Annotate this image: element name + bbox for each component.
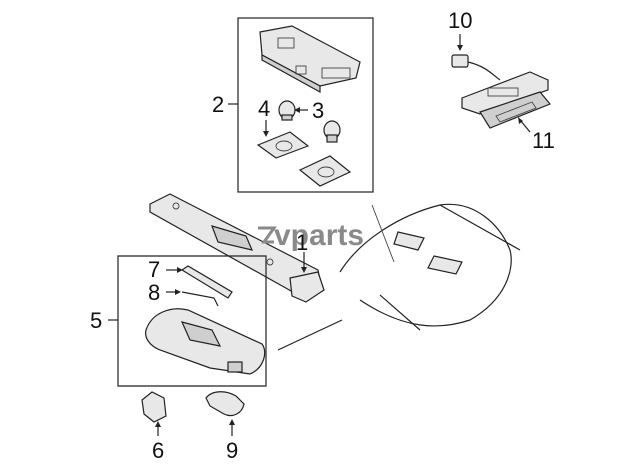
lens-right [298,155,352,187]
watermark-text: vparts [274,219,364,252]
visor-rod-7 [180,265,233,299]
bulb-right [323,120,341,143]
lens-11 [479,91,551,129]
connector-10 [451,54,501,81]
callout-5: 5 [90,308,102,333]
callout-8: 8 [148,280,160,305]
callout-4: 4 [258,96,270,121]
visor-holder-9 [205,391,245,417]
lamp-housing [259,25,361,94]
callout-9: 9 [226,438,238,463]
lens-4 [256,131,310,159]
bulb-3 [278,100,296,121]
callout-7: 7 [148,257,160,282]
callout-3: 3 [312,98,324,123]
group-box-5 [117,255,267,387]
group-box-2 [237,17,374,193]
vehicle-roof-outline [277,203,521,351]
sun-visor [145,308,266,375]
callout-2: 2 [212,92,224,117]
callout-11: 11 [532,128,555,153]
visor-clip-8 [181,291,219,307]
callout-1: 1 [296,230,308,255]
visor-mount-6 [141,391,167,423]
roof-bracket-1 [149,193,325,303]
lamp-bar [461,71,549,115]
callout-10: 10 [448,8,472,33]
callout-6: 6 [152,438,164,463]
watermark-logo: vparts [258,219,364,252]
